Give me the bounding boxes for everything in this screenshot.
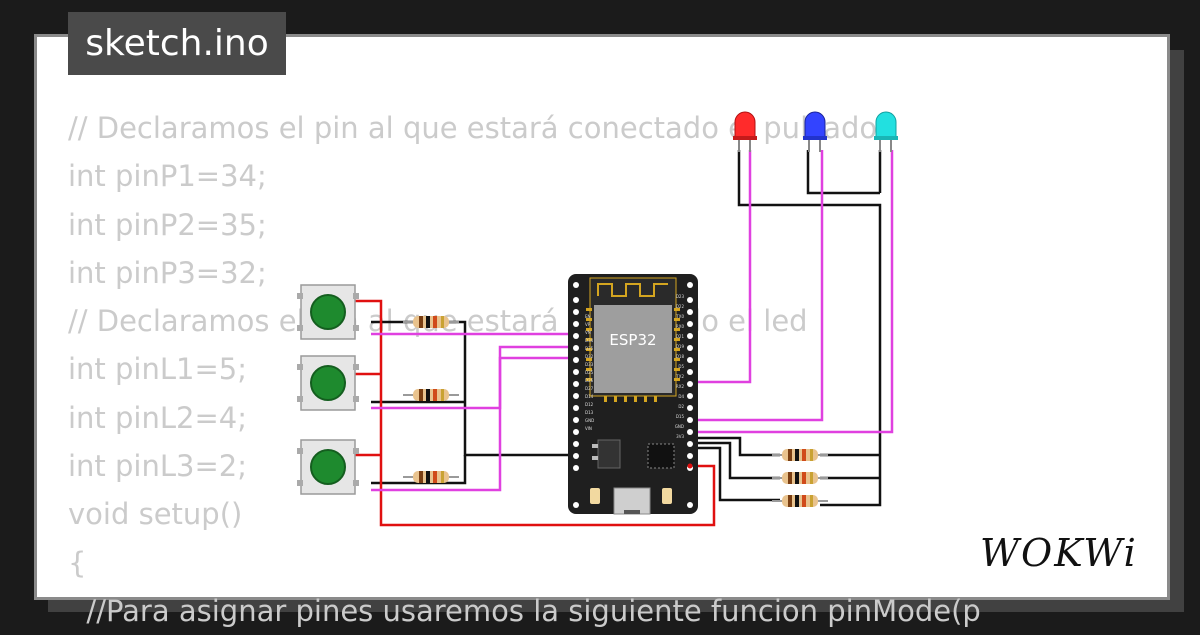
pin-label: D14 — [585, 394, 594, 399]
code-line: void setup() — [68, 497, 243, 532]
resistor-led-2[interactable] — [771, 471, 829, 485]
led-ground-wires — [690, 150, 882, 507]
code-line: int pinL3=2; — [68, 449, 247, 484]
led-red[interactable] — [733, 111, 757, 152]
resistor-button-2[interactable] — [402, 388, 460, 402]
pin-label: D2 — [678, 404, 684, 409]
led-signal-wires — [690, 150, 894, 434]
code-line: { — [68, 545, 87, 580]
pin-label: D18 — [676, 354, 685, 359]
pin-label: TX2 — [675, 374, 684, 379]
pin-label: D34 — [585, 338, 594, 343]
pin-label: D23 — [676, 294, 685, 299]
resistor-button-1[interactable] — [402, 315, 460, 329]
wokwi-logo-text: WOKWi — [980, 531, 1138, 575]
resistor-button-3[interactable] — [402, 470, 460, 484]
wire-junctions — [687, 463, 693, 469]
pin-label: D22 — [676, 304, 685, 309]
file-tab-label: sketch.ino — [85, 23, 269, 64]
pin-label: D25 — [585, 370, 594, 375]
pin-label: D5 — [678, 364, 684, 369]
board-label: ESP32 — [609, 331, 656, 349]
board-left-pin-labels: EN VP VN D34 D35 D32 D33 D25 D26 D27 D14… — [585, 314, 594, 431]
led-cyan[interactable] — [874, 111, 898, 152]
pin-label: D21 — [676, 334, 685, 339]
pin-label: D19 — [676, 344, 685, 349]
code-line: int pinP3=32; — [68, 255, 267, 290]
code-line: int pinL2=4; — [68, 400, 247, 435]
pushbutton-1[interactable] — [297, 284, 359, 340]
board-right-pin-labels: D23 D22 TX0 RX0 D21 D19 D18 D5 TX2 RX2 D… — [675, 294, 685, 439]
led-blue[interactable] — [803, 111, 827, 152]
pin-label: D35 — [585, 346, 594, 351]
circuit-diagram[interactable]: ESP32 — [0, 0, 1200, 592]
code-line: //Para asignar pines usaremos la siguien… — [68, 593, 981, 628]
pin-label: D27 — [585, 386, 594, 391]
pin-label: 3V3 — [676, 434, 684, 439]
pin-label: D13 — [585, 410, 594, 415]
pin-label: VIN — [585, 426, 592, 431]
pin-label: RX0 — [676, 324, 685, 329]
resistor-led-3[interactable] — [771, 494, 829, 508]
pin-label: D15 — [676, 414, 685, 419]
wokwi-logo: WOKWi — [980, 531, 1138, 575]
pin-label: D26 — [585, 378, 594, 383]
pushbutton-3[interactable] — [297, 439, 359, 495]
pin-label: GND — [585, 418, 594, 423]
code-line: // Declaramos el pin al que estará conec… — [68, 111, 890, 145]
pin-label: RX2 — [676, 384, 685, 389]
pin-label: TX0 — [675, 314, 684, 319]
pin-label: GND — [675, 424, 684, 429]
resistor-led-1[interactable] — [771, 448, 829, 462]
pin-label: D12 — [585, 402, 594, 407]
code-line: int pinP2=35; — [68, 207, 267, 242]
pin-label: D4 — [678, 394, 684, 399]
pin-label: EN — [585, 314, 591, 319]
button-signal-wires — [371, 332, 574, 492]
esp32-board[interactable]: ESP32 — [568, 274, 698, 515]
pin-label: D33 — [585, 362, 594, 367]
code-line: int pinP1=34; — [68, 159, 267, 194]
pin-label: VP — [585, 322, 591, 327]
pin-label: VN — [585, 330, 591, 335]
code-line: int pinL1=5; — [68, 352, 247, 387]
pin-label: D32 — [585, 354, 594, 359]
pushbutton-2[interactable] — [297, 355, 359, 411]
file-tab[interactable]: sketch.ino — [68, 12, 286, 75]
power-wires — [354, 299, 716, 527]
